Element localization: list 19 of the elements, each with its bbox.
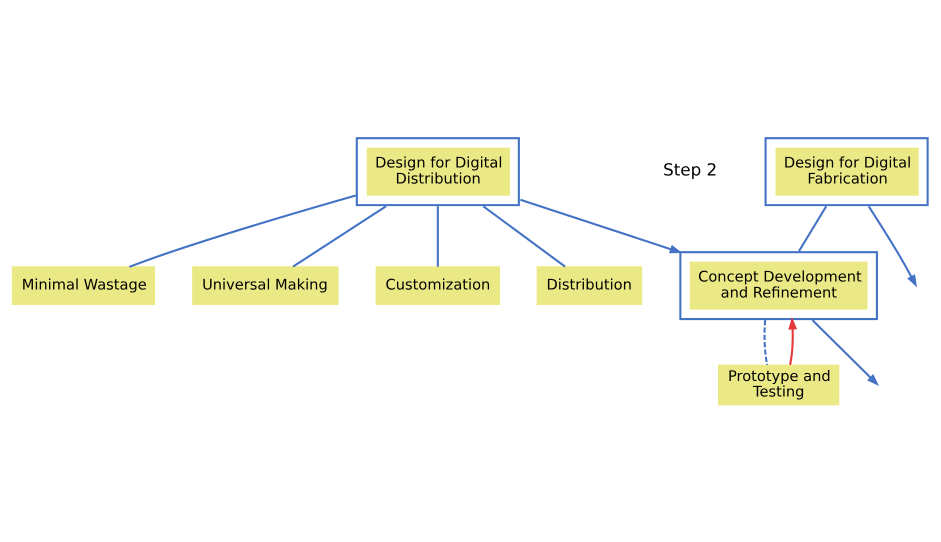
arrow — [788, 317, 798, 366]
connector — [764, 320, 768, 366]
label: Step 2 — [663, 160, 718, 180]
arrow — [812, 319, 880, 386]
connector — [436, 206, 439, 267]
node-box: Minimal Wastage — [12, 266, 156, 305]
node-box: Prototype and Testing — [718, 364, 840, 406]
node-box: Design for Digital Distribution — [356, 137, 520, 206]
connector — [798, 206, 828, 252]
node-box: Design for Digital Fabrication — [764, 137, 929, 206]
node-box: Customization — [376, 266, 500, 305]
connector — [292, 205, 387, 268]
connector — [129, 194, 356, 268]
node-box: Concept Development and Refinement — [679, 251, 878, 320]
connector — [482, 205, 566, 268]
arrow — [868, 206, 918, 288]
node-box: Universal Making — [192, 266, 339, 305]
node-box: Distribution — [536, 266, 642, 305]
arrow — [520, 198, 682, 254]
